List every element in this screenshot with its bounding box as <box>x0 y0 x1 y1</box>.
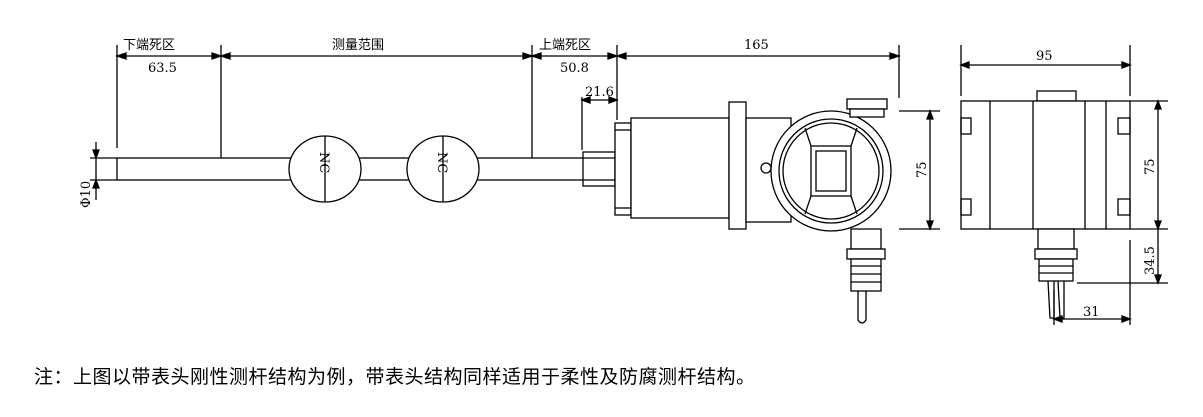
figure-note: 注：上图以带表头刚性测杆结构为例，带表头结构同样适用于柔性及防腐测杆结构。 <box>34 366 756 388</box>
dim-95: 95 <box>1036 49 1053 64</box>
dim-21-6: 21.6 <box>585 85 614 100</box>
dim-phi10: Φ10 <box>79 181 94 208</box>
dim-50-8: 50.8 <box>560 61 589 76</box>
dim-75-side: 75 <box>1143 158 1158 175</box>
dim-165: 165 <box>744 38 769 53</box>
measuring-range-label: 测量范围 <box>332 38 384 53</box>
lower-dead-zone-label: 下端死区 <box>123 38 175 53</box>
float-label-1: NC <box>316 152 331 173</box>
float-label-2: NC <box>434 152 449 173</box>
dim-75-front: 75 <box>915 161 930 178</box>
dim-63-5: 63.5 <box>148 61 177 76</box>
dim-31: 31 <box>1083 305 1100 320</box>
upper-dead-zone-label: 上端死区 <box>539 38 591 53</box>
technical-drawing: 下端死区 测量范围 上端死区 165 63.5 50.8 21.6 Φ10 NC… <box>79 38 1168 325</box>
dim-34-5: 34.5 <box>1143 246 1158 275</box>
